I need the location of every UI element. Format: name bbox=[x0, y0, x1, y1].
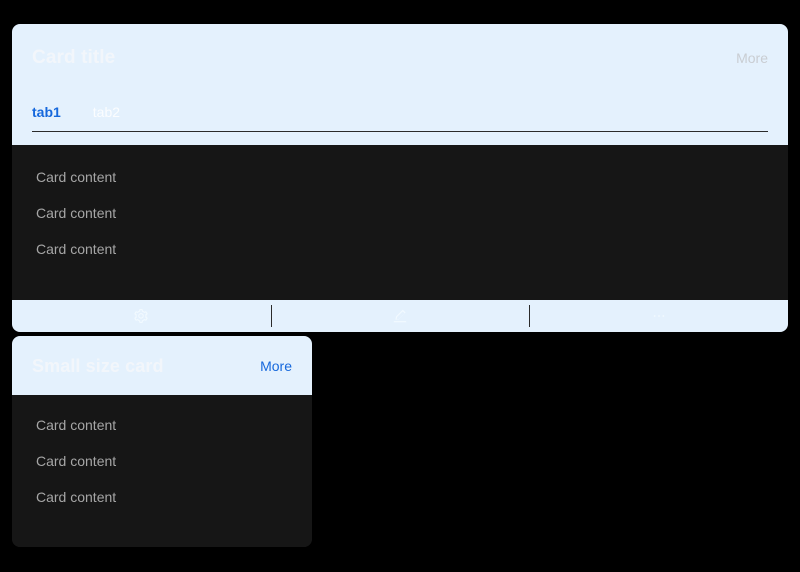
card-small-content-line: Card content bbox=[36, 453, 117, 469]
card-small: Small size card More Card content Card c… bbox=[12, 336, 312, 547]
card-large-header: Card title More tab1 tab2 bbox=[12, 24, 788, 145]
card-large-title: Card title bbox=[32, 47, 116, 68]
tab-tab2[interactable]: tab2 bbox=[92, 104, 121, 120]
card-small-more-link[interactable]: More bbox=[260, 357, 292, 374]
action-ellipsis[interactable] bbox=[529, 300, 788, 332]
card-large-content-line: Card content bbox=[36, 205, 117, 221]
card-small-header: Small size card More bbox=[12, 336, 312, 395]
card-small-content-line: Card content bbox=[36, 489, 117, 505]
action-edit[interactable] bbox=[271, 300, 530, 332]
action-setting[interactable] bbox=[12, 300, 271, 332]
card-large-actions bbox=[12, 300, 788, 332]
card-small-title: Small size card bbox=[32, 355, 164, 376]
tab-tab1[interactable]: tab1 bbox=[32, 104, 61, 120]
tabs-divider bbox=[32, 131, 768, 132]
card-large-content-line: Card content bbox=[36, 169, 117, 185]
edit-icon bbox=[392, 308, 408, 324]
card-large-body: Card content Card content Card content bbox=[12, 145, 788, 300]
card-large-content-line: Card content bbox=[36, 241, 117, 257]
card-large-header-row: Card title More bbox=[32, 24, 768, 80]
card-large-tabs: tab1 tab2 bbox=[32, 80, 768, 132]
card-large: Card title More tab1 tab2 Card content C… bbox=[12, 24, 788, 332]
card-small-content-line: Card content bbox=[36, 417, 117, 433]
card-large-more-link[interactable]: More bbox=[736, 50, 768, 66]
card-small-body: Card content Card content Card content bbox=[12, 395, 312, 547]
ellipsis-icon bbox=[651, 308, 667, 324]
card-small-header-row: Small size card More bbox=[32, 336, 292, 395]
setting-icon bbox=[133, 308, 149, 324]
